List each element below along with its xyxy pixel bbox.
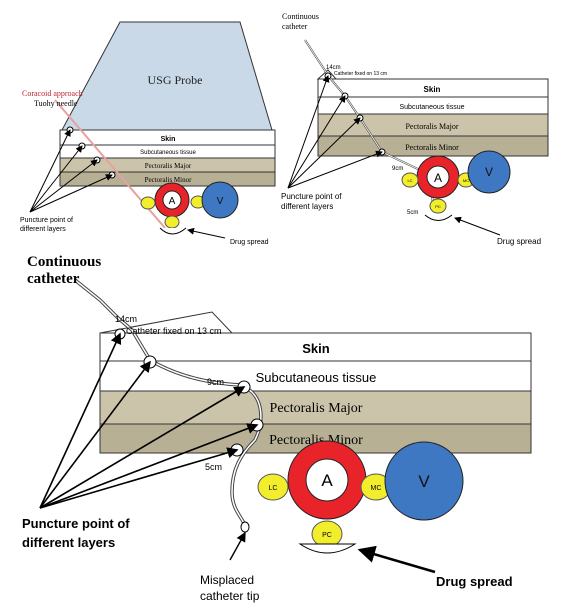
vein-c — [384, 441, 464, 521]
drug-spread-b — [424, 214, 453, 221]
panel-b: Skin Subcutaneous tissue Pectoralis Majo… — [281, 12, 549, 246]
catheter-label-b1: Continuous — [282, 12, 319, 21]
layer-skin-c — [99, 332, 532, 362]
artery-label-a: A — [169, 196, 176, 207]
drug-spread-arrow-b — [454, 216, 501, 236]
puncture-label-c2: different layers — [22, 535, 115, 550]
layer-subcutaneous-label-a: Subcutaneous tissue — [140, 150, 196, 156]
puncture-arrow-a1 — [29, 129, 71, 213]
layer-pec-major-c — [99, 390, 532, 425]
layer-skin-label-b: Skin — [424, 85, 441, 94]
layer-pec-major-label-c: Pectoralis Major — [270, 401, 363, 416]
puncture-arrow-b4 — [287, 150, 383, 189]
puncture-arrow-b1 — [287, 75, 330, 189]
drug-spread-c — [298, 543, 357, 554]
layer-subcutaneous-label-c: Subcutaneous tissue — [256, 370, 377, 385]
drug-spread-label-b: Drug spread — [497, 237, 541, 246]
nerve-mc-label-b: MC — [463, 178, 469, 183]
puncture-arrow-a3 — [29, 159, 98, 213]
puncture-arrow-a2 — [29, 145, 83, 213]
nerve-lc-label-b: LC — [407, 178, 412, 183]
nerve-lc-a — [140, 196, 156, 210]
usg-probe-label: USG Probe — [147, 73, 202, 87]
vein-label-a: V — [217, 196, 224, 207]
nerve-mc-label-c: MC — [371, 485, 382, 492]
drug-spread-a — [159, 227, 187, 235]
nerve-pc-a — [164, 215, 180, 229]
layer-skin-label-c: Skin — [302, 341, 330, 356]
drug-spread-arrow-a — [187, 227, 226, 239]
nerve-pc-label-b: PC — [435, 204, 441, 209]
artery-label-b: A — [434, 171, 442, 185]
fixed-label-c: Catheter fixed on 13 cm — [126, 326, 222, 336]
misplaced-label-c2: catheter tip — [200, 589, 260, 603]
drug-spread-label-a: Drug spread — [230, 239, 269, 246]
artery-a-lumen — [162, 190, 182, 210]
nerve-lc-b — [401, 172, 419, 188]
puncture-arrow-c5 — [39, 447, 239, 509]
mark-14-b: 14cm — [326, 65, 341, 71]
catheter-label-b2: catheter — [282, 22, 308, 31]
mark-14-c: 14cm — [115, 314, 137, 324]
panel-c: Skin Subcutaneous tissue Pectoralis Majo… — [22, 254, 532, 603]
puncture-label-c1: Puncture point of — [22, 516, 130, 531]
drug-spread-arrow-c — [357, 545, 436, 574]
mark-5-b: 5cm — [407, 210, 418, 216]
puncture-label-a2: different layers — [20, 226, 66, 233]
catheter-label-c2: catheter — [27, 271, 80, 287]
vein-b — [467, 150, 511, 194]
layer-subcutaneous-label-b: Subcutaneous tissue — [400, 104, 465, 111]
layer-pec-minor-label-a: Pectoralis Minor — [145, 176, 193, 184]
mark-9-c: 9cm — [207, 377, 224, 387]
approach-label-1: Coracoid approach — [22, 89, 83, 98]
misplaced-label-c1: Misplaced — [200, 573, 254, 587]
layer-pec-minor-label-b: Pectoralis Minor — [405, 143, 459, 152]
layer-pec-major-label-a: Pectoralis Major — [145, 162, 192, 170]
layer-skin-label-a: Skin — [161, 136, 176, 143]
catheter-tip-c — [240, 521, 250, 533]
catheter-label-c1: Continuous — [27, 254, 101, 270]
puncture-label-b2: different layers — [281, 202, 333, 211]
mark-9-b: 9cm — [392, 166, 403, 172]
vein-a — [201, 181, 239, 219]
puncture-arrow-c2 — [39, 360, 151, 509]
vein-label-b: V — [485, 165, 493, 179]
panel-a: USG Probe Skin Subcutaneous tissue Pecto… — [20, 21, 276, 246]
approach-label-2: Tuohy needle — [34, 99, 78, 108]
vein-label-c: V — [418, 472, 430, 491]
artery-label-c: A — [321, 471, 333, 490]
nerve-pc-b — [429, 198, 447, 214]
puncture-arrow-b2 — [287, 95, 346, 189]
puncture-arrow-b3 — [287, 117, 361, 189]
artery-b-lumen — [426, 165, 450, 189]
puncture-arrow-a4 — [29, 174, 113, 213]
puncture-arrow-c4 — [39, 423, 259, 509]
drug-spread-label-c: Drug spread — [436, 574, 513, 589]
puncture-label-a1: Puncture point of — [20, 217, 73, 224]
puncture-label-b1: Puncture point of — [281, 192, 342, 201]
mark-5-c: 5cm — [205, 462, 222, 472]
nerve-pc-label-c: PC — [322, 532, 332, 539]
puncture-arrow-c3 — [39, 386, 246, 509]
misplaced-arrow-c — [229, 531, 246, 561]
puncture-arrow-c1 — [39, 332, 122, 509]
artery-c-lumen — [305, 458, 349, 502]
layer-pec-major-label-b: Pectoralis Major — [405, 122, 458, 131]
nerve-lc-c — [257, 473, 289, 501]
fixed-label-b: Catheter fixed on 13 cm — [334, 71, 387, 77]
nerve-lc-label-c: LC — [269, 485, 278, 492]
